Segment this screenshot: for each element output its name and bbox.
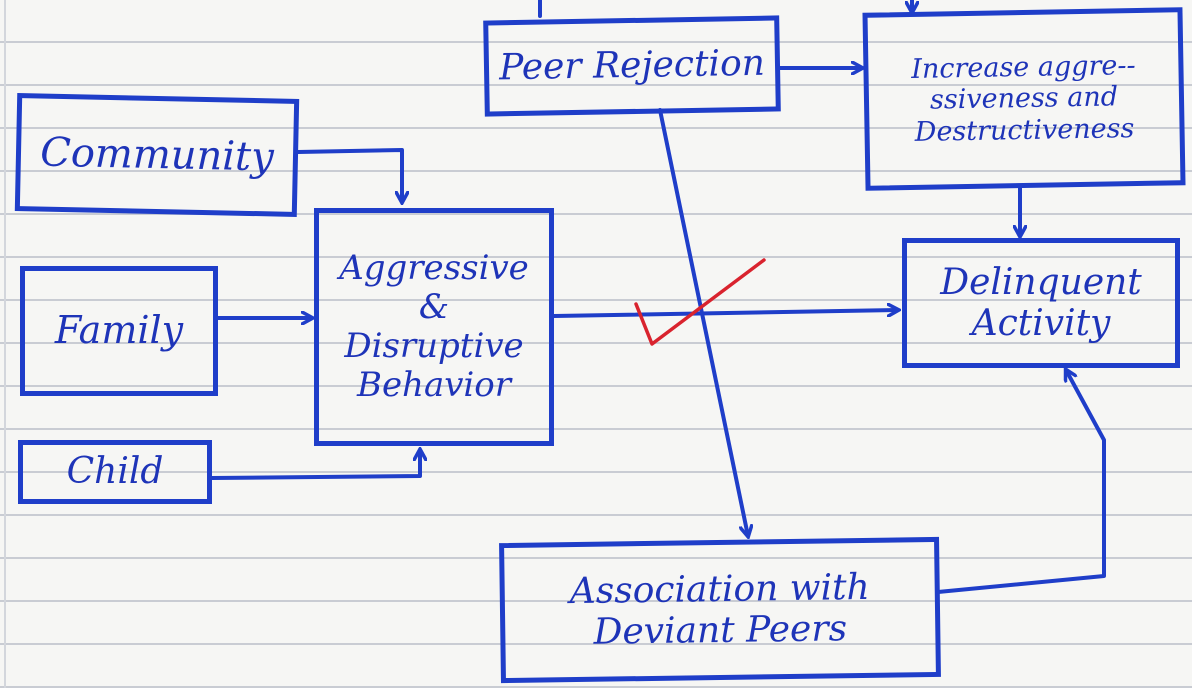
node-increase-aggressiveness: Increase aggre--ssiveness and Destructiv… [862,7,1186,191]
edge-aggressive-to-delinquent [552,310,898,318]
node-community: Community [14,93,300,217]
edge-community-to-aggressive [296,148,402,202]
edge-deviant-to-delinquent [936,370,1106,594]
node-child: Child [18,440,212,504]
edge-peer-to-deviant [658,108,748,536]
node-peer-rejection: Peer Rejection [483,15,781,117]
node-delinquent-activity: Delinquent Activity [902,238,1180,368]
node-family: Family [20,266,218,396]
node-association-deviant-peers: Association with Deviant Peers [499,536,941,684]
edge-child-to-aggressive [210,450,420,480]
node-aggressive-disruptive-behavior: Aggressive & Disruptive Behavior [314,208,554,446]
paper-margin-line [4,0,6,688]
